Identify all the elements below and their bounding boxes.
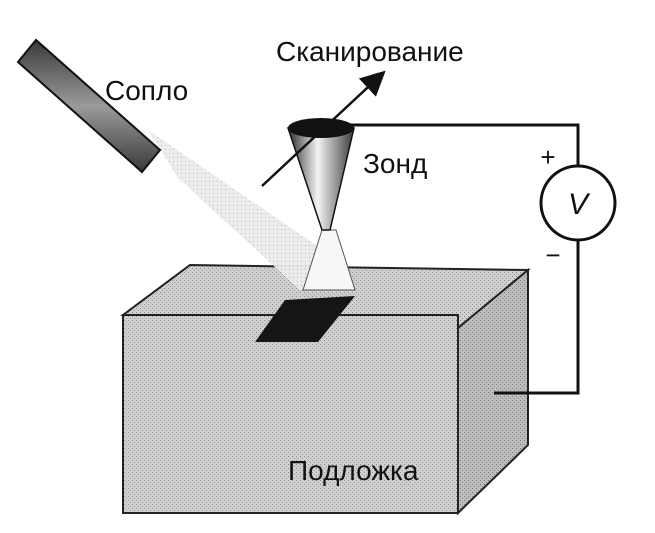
- probe-lower-glow: [302, 229, 356, 291]
- scanning-label: Сканирование: [276, 36, 464, 67]
- probe: [286, 118, 356, 291]
- nozzle-label: Сопло: [105, 75, 188, 106]
- substrate-front-face: [122, 314, 459, 514]
- spray-cone: [148, 130, 345, 290]
- probe-cone: [286, 127, 355, 231]
- substrate-label: Подложка: [288, 455, 419, 486]
- scanning-arrow: [261, 70, 386, 187]
- plus-sign: +: [540, 142, 555, 172]
- nozzle: [16, 38, 162, 174]
- minus-sign: −: [545, 240, 560, 270]
- voltmeter: V + −: [539, 142, 617, 270]
- substrate-block: [120, 263, 531, 516]
- voltmeter-label: V: [568, 188, 591, 221]
- circuit-wires: [350, 123, 580, 395]
- deposit-material: [255, 296, 355, 342]
- probe-top: [288, 118, 354, 138]
- voltmeter-icon: [539, 164, 617, 242]
- probe-label: Зонд: [363, 148, 427, 179]
